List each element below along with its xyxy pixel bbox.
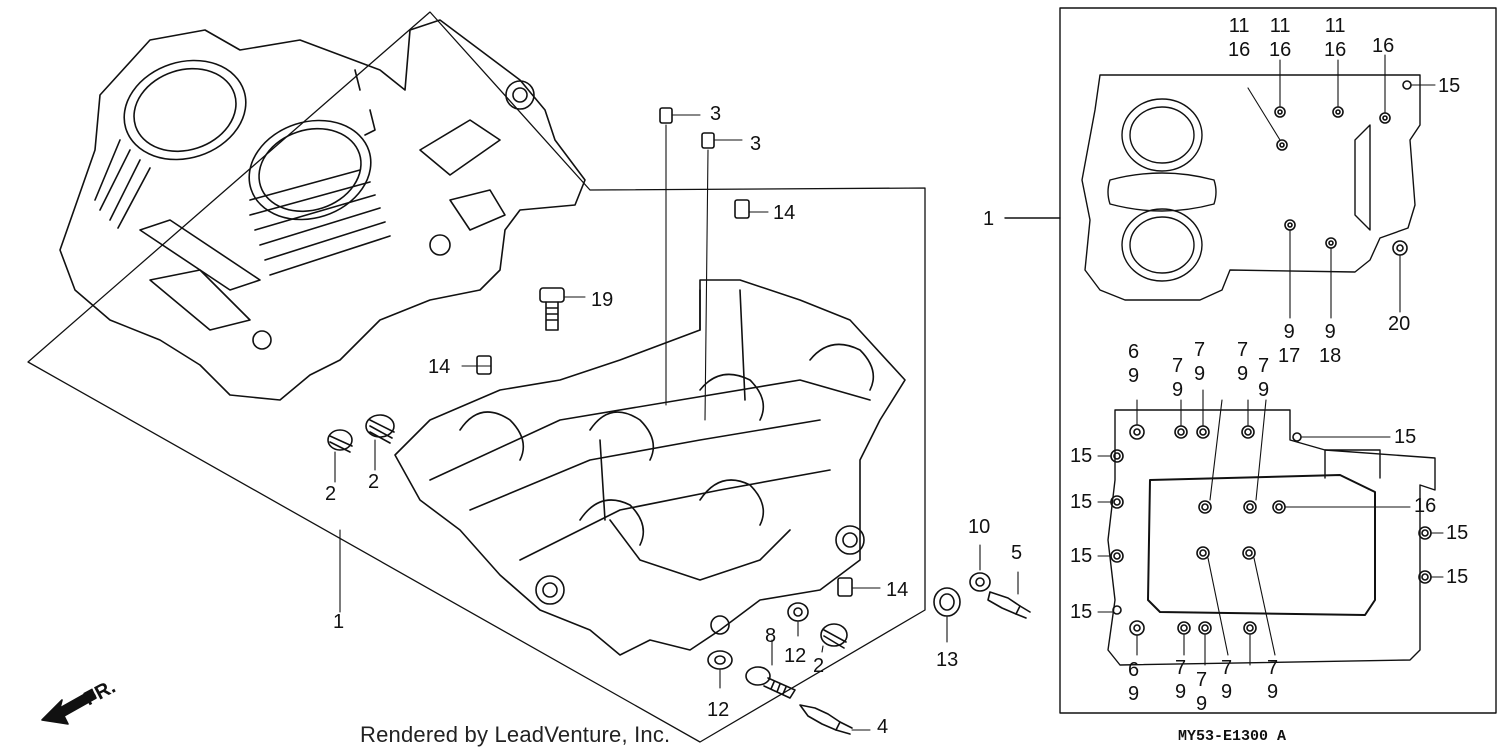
bolt-8[interactable] bbox=[745, 666, 796, 699]
callout-5: 5 bbox=[1011, 542, 1023, 564]
inset-top-label-d: 16 bbox=[1372, 35, 1395, 57]
dowel-pin-14b[interactable] bbox=[476, 355, 492, 375]
callout-14a: 14 bbox=[773, 202, 796, 224]
inset-bottom-left-15b: 15 bbox=[1070, 491, 1093, 513]
lower-crankcase[interactable] bbox=[394, 279, 906, 656]
washer-12a[interactable] bbox=[707, 650, 733, 670]
callout-1-right: 1 bbox=[983, 208, 995, 230]
dowel-pin-14a[interactable] bbox=[734, 199, 750, 219]
callout-10: 10 bbox=[968, 516, 991, 538]
callout-12b: 12 bbox=[784, 645, 807, 667]
callout-12a: 12 bbox=[707, 699, 730, 721]
callout-14b: 14 bbox=[428, 356, 451, 378]
lower-case-outline bbox=[1107, 409, 1436, 666]
inset-bottom-right-16: 16 bbox=[1414, 495, 1437, 517]
inset-bottom-right-15c: 15 bbox=[1446, 566, 1469, 588]
lower-bolt-holes[interactable] bbox=[1110, 424, 1432, 636]
callout-14c: 14 bbox=[886, 579, 909, 601]
callout-4: 4 bbox=[877, 716, 889, 738]
inset-bottom-left-15a: 15 bbox=[1070, 445, 1093, 467]
inset-bottom-right-15a: 15 bbox=[1394, 426, 1417, 448]
diagram-code: MY53-E1300 A bbox=[1178, 728, 1287, 745]
dowel-pin-3b[interactable] bbox=[701, 132, 715, 149]
upper-bolt-holes[interactable] bbox=[1274, 80, 1412, 256]
callout-3b: 3 bbox=[750, 133, 762, 155]
inset-bottom-left-15c: 15 bbox=[1070, 545, 1093, 567]
callout-8: 8 bbox=[765, 625, 777, 647]
callout-2a: 2 bbox=[325, 483, 337, 505]
washer-10[interactable] bbox=[969, 572, 991, 592]
bolt-19[interactable] bbox=[539, 287, 565, 331]
inset-top-label-15: 15 bbox=[1438, 75, 1461, 97]
lower-inset-leaders bbox=[1097, 389, 1444, 666]
upper-case-outline bbox=[1081, 74, 1421, 301]
front-direction-arrow bbox=[41, 689, 97, 725]
plug-2b[interactable] bbox=[365, 414, 395, 444]
callout-13: 13 bbox=[936, 649, 959, 671]
upper-inset-leaders bbox=[1247, 54, 1436, 319]
washer-12b[interactable] bbox=[787, 602, 809, 622]
leader-lines bbox=[334, 114, 1019, 731]
inset-bottom-right-15b: 15 bbox=[1446, 522, 1469, 544]
dowel-pin-14c[interactable] bbox=[837, 577, 853, 597]
plug-2a[interactable] bbox=[327, 429, 353, 453]
seal-13[interactable] bbox=[933, 587, 961, 617]
inset-top-label-20: 20 bbox=[1388, 313, 1411, 335]
switch-4[interactable] bbox=[799, 704, 853, 735]
callout-1-left: 1 bbox=[333, 611, 345, 633]
credit-text: Rendered by LeadVenture, Inc. bbox=[360, 722, 671, 747]
callout-2c: 2 bbox=[813, 655, 825, 677]
inset-upper-case-panel bbox=[1004, 7, 1497, 714]
upper-crankcase[interactable] bbox=[27, 11, 926, 743]
callout-2b: 2 bbox=[368, 471, 380, 493]
plug-2c[interactable] bbox=[820, 623, 848, 649]
switch-5[interactable] bbox=[987, 591, 1031, 619]
inset-bottom-left-15d: 15 bbox=[1070, 601, 1093, 623]
callout-3a: 3 bbox=[710, 103, 722, 125]
callout-19: 19 bbox=[591, 289, 614, 311]
dowel-pin-3a[interactable] bbox=[659, 107, 673, 124]
